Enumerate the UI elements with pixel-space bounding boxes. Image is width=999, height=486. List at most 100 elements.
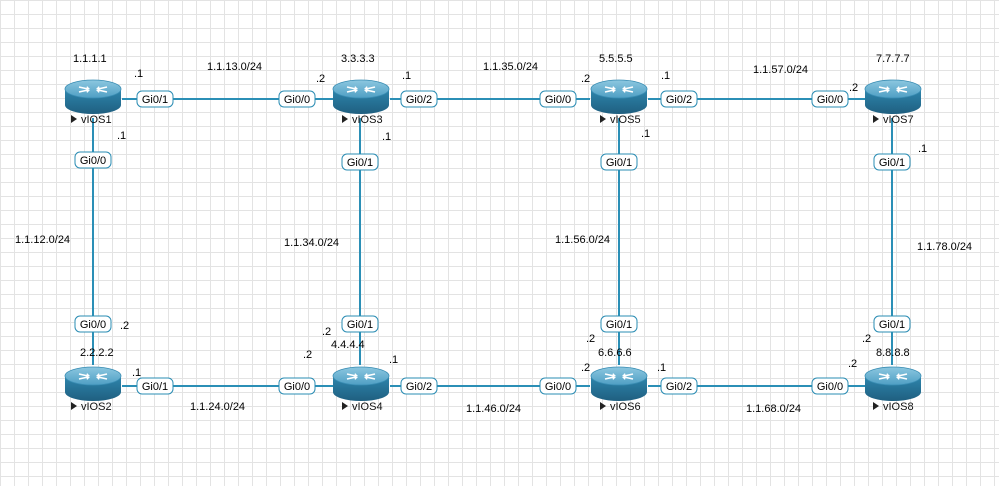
router-vios2[interactable]	[64, 366, 122, 402]
router-vios5[interactable]	[590, 79, 648, 115]
router-icon	[590, 79, 648, 115]
host-octet: .2	[849, 82, 858, 94]
subnet-label: 1.1.46.0/24	[466, 403, 521, 415]
port-vios2-gi0-0[interactable]: Gi0/0	[74, 315, 112, 333]
links	[92, 98, 893, 387]
host-octet: .2	[586, 333, 595, 345]
port-label: Gi0/1	[606, 319, 632, 331]
host-octet: .1	[661, 70, 670, 82]
port-vios3-gi0-0[interactable]: Gi0/0	[278, 90, 316, 108]
router-name-vios6: vIOS6	[610, 401, 641, 413]
host-octet: .1	[134, 68, 143, 80]
host-octet: .1	[132, 367, 141, 379]
router-icon	[332, 366, 390, 402]
host-octet: .1	[657, 362, 666, 374]
port-vios5-gi0-2[interactable]: Gi0/2	[660, 90, 698, 108]
host-octet: .2	[848, 358, 857, 370]
port-label: Gi0/1	[879, 319, 905, 331]
loopbacks: 1.1.1.1 3.3.3.3 5.5.5.5 7.7.7.7 2.2.2.2 …	[73, 53, 910, 359]
router-name-vios4: vIOS4	[352, 401, 383, 413]
port-labels: Gi0/1 Gi0/0 Gi0/2 Gi0/0 Gi0/2 Gi0/0 Gi0/…	[74, 90, 911, 395]
subnet-label: 1.1.12.0/24	[15, 234, 70, 246]
port-vios4-gi0-0[interactable]: Gi0/0	[278, 377, 316, 395]
router-vios8[interactable]	[864, 366, 922, 402]
subnet-label: 1.1.35.0/24	[483, 61, 538, 73]
play-triangle-icon	[342, 115, 348, 123]
subnet-label: 1.1.13.0/24	[207, 61, 262, 73]
loopback-vios7: 7.7.7.7	[876, 53, 910, 65]
play-triangle-icon	[873, 115, 879, 123]
play-triangle-icon	[600, 115, 606, 123]
router-name-vios2: vIOS2	[81, 401, 112, 413]
router-name-vios8: vIOS8	[883, 401, 914, 413]
router-names: vIOS1 vIOS3 vIOS5 vIOS7 vIOS2 vIOS4 vIOS…	[71, 114, 914, 413]
host-octets: .1 .2 .1 .2 .1 .2 .1 .2 .1 .2 .1 .2 .1 .…	[117, 68, 927, 379]
loopback-vios3: 3.3.3.3	[341, 53, 375, 65]
port-vios1-gi0-1[interactable]: Gi0/1	[136, 90, 174, 108]
loopback-vios6: 6.6.6.6	[598, 347, 632, 359]
port-vios5-gi0-0[interactable]: Gi0/0	[539, 90, 577, 108]
play-triangle-icon	[71, 115, 77, 123]
port-label: Gi0/0	[817, 381, 843, 393]
loopback-vios8: 8.8.8.8	[876, 347, 910, 359]
router-icon	[864, 366, 922, 402]
host-octet: .1	[402, 70, 411, 82]
port-label: Gi0/1	[347, 319, 373, 331]
port-vios7-gi0-1[interactable]: Gi0/1	[873, 153, 911, 171]
host-octet: .2	[120, 320, 129, 332]
router-vios3[interactable]	[332, 79, 390, 115]
port-label: Gi0/1	[142, 381, 168, 393]
router-vios4[interactable]	[332, 366, 390, 402]
host-octet: .2	[581, 362, 590, 374]
port-label: Gi0/0	[817, 94, 843, 106]
port-vios4-gi0-1[interactable]: Gi0/1	[341, 315, 379, 333]
host-octet: .2	[581, 73, 590, 85]
host-octet: .1	[918, 143, 927, 155]
router-icon	[590, 366, 648, 402]
host-octet: .1	[641, 128, 650, 140]
port-vios6-gi0-1[interactable]: Gi0/1	[600, 315, 638, 333]
host-octet: .1	[389, 354, 398, 366]
play-triangle-icon	[342, 402, 348, 410]
router-vios1[interactable]	[64, 79, 122, 115]
port-vios3-gi0-1[interactable]: Gi0/1	[341, 153, 379, 171]
port-vios5-gi0-1[interactable]: Gi0/1	[600, 153, 638, 171]
subnet-label: 1.1.56.0/24	[555, 234, 610, 246]
subnet-label: 1.1.68.0/24	[746, 403, 801, 415]
port-vios6-gi0-0[interactable]: Gi0/0	[539, 377, 577, 395]
host-octet: .2	[322, 326, 331, 338]
port-vios8-gi0-0[interactable]: Gi0/0	[811, 377, 849, 395]
play-triangle-icon	[873, 402, 879, 410]
subnet-label: 1.1.24.0/24	[190, 401, 245, 413]
port-vios1-gi0-0[interactable]: Gi0/0	[74, 151, 112, 169]
port-label: Gi0/0	[545, 381, 571, 393]
router-vios7[interactable]	[864, 79, 922, 115]
port-vios8-gi0-1[interactable]: Gi0/1	[873, 315, 911, 333]
subnet-label: 1.1.57.0/24	[753, 64, 808, 76]
port-vios3-gi0-2[interactable]: Gi0/2	[400, 90, 438, 108]
port-label: Gi0/2	[406, 94, 432, 106]
loopback-vios5: 5.5.5.5	[599, 53, 633, 65]
router-icon	[64, 366, 122, 402]
router-vios6[interactable]	[590, 366, 648, 402]
subnet-labels: 1.1.13.0/24 1.1.35.0/24 1.1.57.0/24 1.1.…	[15, 61, 972, 415]
play-triangle-icon	[71, 402, 77, 410]
port-vios4-gi0-2[interactable]: Gi0/2	[400, 377, 438, 395]
port-label: Gi0/2	[666, 94, 692, 106]
port-label: Gi0/2	[666, 381, 692, 393]
port-vios6-gi0-2[interactable]: Gi0/2	[660, 377, 698, 395]
router-icon	[332, 79, 390, 115]
subnet-label: 1.1.34.0/24	[284, 237, 339, 249]
port-vios2-gi0-1[interactable]: Gi0/1	[136, 377, 174, 395]
router-name-vios7: vIOS7	[883, 114, 914, 126]
port-label: Gi0/1	[142, 94, 168, 106]
host-octet: .1	[117, 130, 126, 142]
port-label: Gi0/0	[545, 94, 571, 106]
port-label: Gi0/1	[879, 157, 905, 169]
router-icon	[864, 79, 922, 115]
router-icon	[64, 79, 122, 115]
router-name-vios3: vIOS3	[352, 114, 383, 126]
port-vios7-gi0-0[interactable]: Gi0/0	[811, 90, 849, 108]
router-name-vios1: vIOS1	[81, 114, 112, 126]
